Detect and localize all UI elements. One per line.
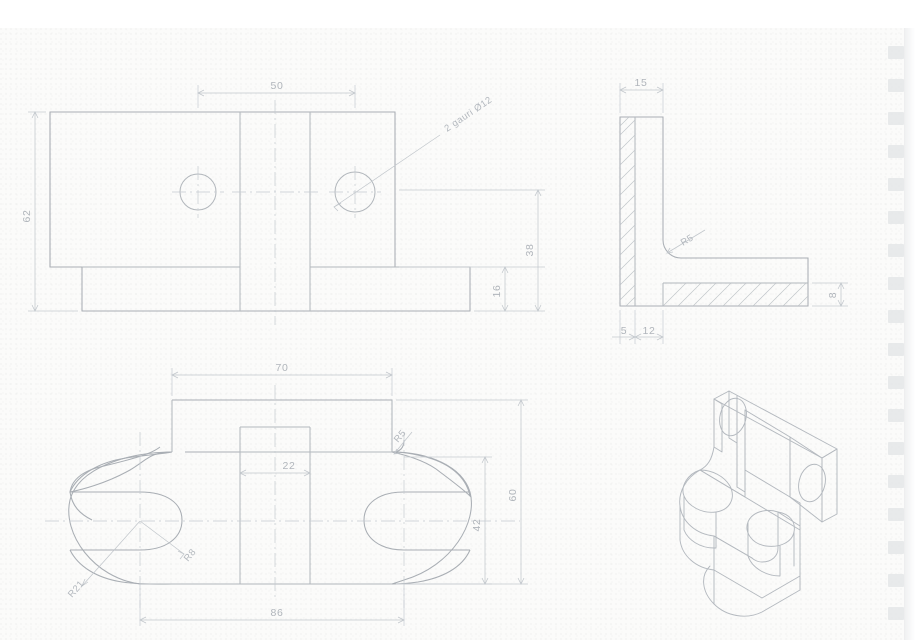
binding-mark — [888, 541, 904, 554]
binding-mark — [888, 211, 904, 224]
paper-edge-shadow — [904, 28, 920, 640]
binding-mark — [888, 79, 904, 92]
binding-mark — [888, 607, 904, 620]
binding-mark — [888, 277, 904, 290]
binding-mark — [888, 508, 904, 521]
binding-mark — [888, 475, 904, 488]
binding-mark — [888, 310, 904, 323]
binding-mark — [888, 244, 904, 257]
binding-mark — [888, 409, 904, 422]
scanned-paper — [0, 28, 905, 640]
binding-mark — [888, 343, 904, 356]
binding-mark — [888, 178, 904, 191]
binding-mark — [888, 376, 904, 389]
binding-mark — [888, 46, 904, 59]
binding-mark — [888, 112, 904, 125]
binding-mark — [888, 145, 904, 158]
binding-mark — [888, 574, 904, 587]
binding-mark — [888, 442, 904, 455]
